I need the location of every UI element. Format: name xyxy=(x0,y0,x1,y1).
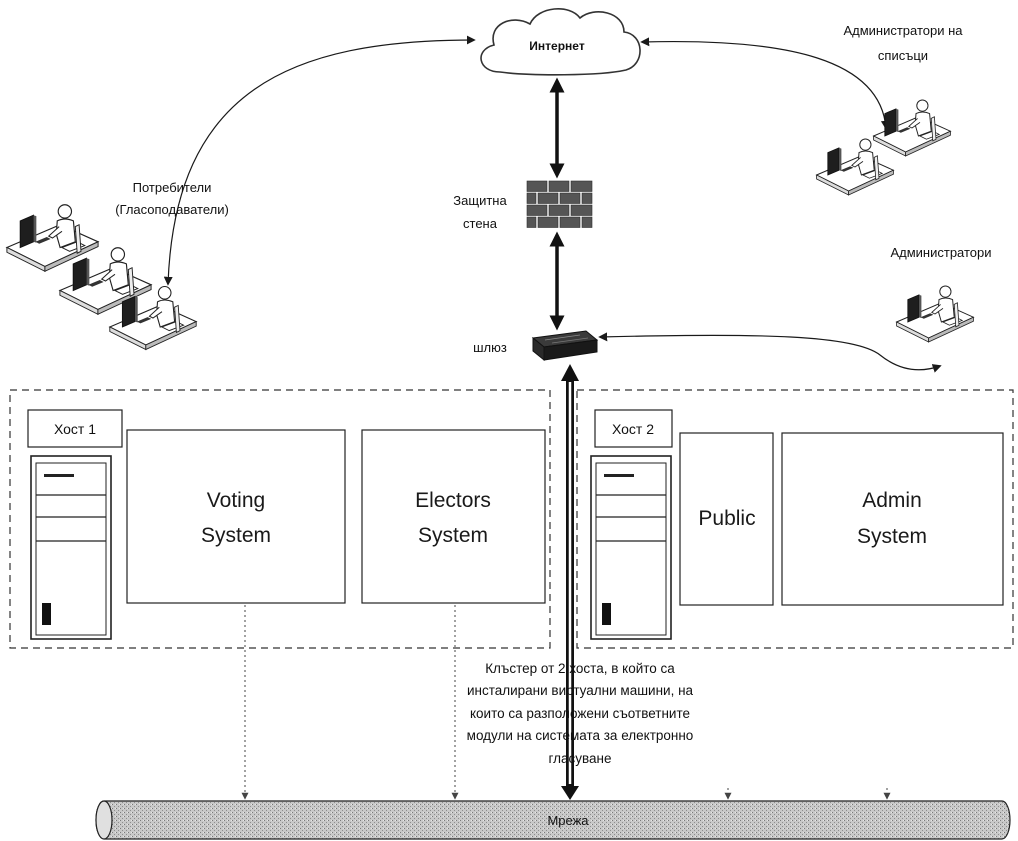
host2-label-box xyxy=(594,409,673,448)
gateway-label: шлюз xyxy=(473,340,507,355)
electors-system-label-line2: System xyxy=(418,524,488,547)
cluster-note-line2: инсталирани виртуални машини, на xyxy=(467,683,694,698)
cluster-network-link-arrow xyxy=(561,364,579,800)
admins-label: Администратори xyxy=(890,245,991,260)
brick-wall-icon xyxy=(526,180,593,228)
host1-label-box xyxy=(27,409,123,448)
users-label-line1: Потребители xyxy=(133,180,212,195)
cluster-note-line5: гласуване xyxy=(548,751,611,766)
users-internet-arrow xyxy=(163,35,476,286)
voting-system-label-line1: Voting xyxy=(207,489,265,512)
public-module-label: Public xyxy=(698,507,755,530)
network-label: Мрежа xyxy=(547,813,589,828)
electors-system-label-line1: Electors xyxy=(415,489,491,512)
cluster-note-line4: модули на системата за електронно xyxy=(467,728,694,743)
list-admins-label-line2: списъци xyxy=(878,48,928,63)
host1-label: Хост 1 xyxy=(54,421,96,437)
firewall-label-line2: стена xyxy=(463,216,498,231)
voting-system-label-line2: System xyxy=(201,524,271,547)
list-admins-internet-arrow xyxy=(640,37,890,130)
server-tower-icon xyxy=(590,455,672,640)
firewall-label-line1: Защитна xyxy=(453,193,507,208)
voting-system-module xyxy=(126,429,346,604)
admin-system-label-line2: System xyxy=(857,525,927,548)
users-label-line2: (Гласоподаватели) xyxy=(115,202,229,217)
admin-system-module xyxy=(781,432,1004,606)
network-pipe xyxy=(95,800,1011,840)
electors-system-module xyxy=(361,429,546,604)
host2-cluster-boundary xyxy=(576,389,1014,649)
server-tower-icon xyxy=(30,455,112,640)
host1-cluster-boundary xyxy=(9,389,551,649)
cloud-icon xyxy=(480,8,641,76)
admin-system-label-line1: Admin xyxy=(862,489,922,512)
list-admins-label-line1: Администратори на xyxy=(843,23,963,38)
cluster-note-line1: Клъстер от 2 хоста, в който са xyxy=(485,661,675,676)
list-admin-workstation-icon xyxy=(873,99,951,157)
cluster-note-line3: които са разположени съответните xyxy=(470,706,690,721)
router-icon xyxy=(531,330,599,362)
internet-label: Интернет xyxy=(529,39,585,53)
public-module xyxy=(679,432,774,606)
host2-label: Хост 2 xyxy=(612,421,654,437)
admin-workstation-icon xyxy=(896,285,974,343)
list-admin-workstation-icon xyxy=(816,138,894,196)
gateway-admins-arrow xyxy=(598,332,942,373)
